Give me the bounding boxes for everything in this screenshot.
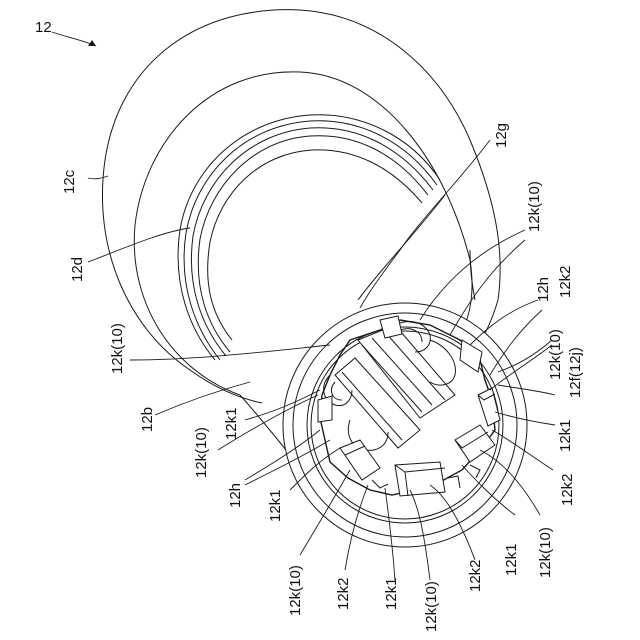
label-12k2-bottom-left: 12k2 — [335, 577, 352, 610]
label-12k1-left-bottom: 12k1 — [267, 489, 284, 522]
label-12k1-bottom: 12k1 — [383, 577, 400, 610]
label-12k10-left-top: 12k(10) — [109, 323, 126, 374]
label-12k2-right: 12k2 — [559, 473, 576, 506]
label-12f: 12f(12j) — [567, 347, 584, 398]
label-12k10-top: 12k(10) — [526, 181, 543, 232]
label-12d: 12d — [69, 257, 86, 282]
label-12: 12 — [35, 19, 52, 36]
label-12k10-right: 12k(10) — [547, 329, 564, 380]
label-12k10-bottom-left: 12k(10) — [287, 565, 304, 616]
label-12k2-right-top: 12k2 — [557, 265, 574, 298]
label-12k10-bottom: 12k(10) — [423, 581, 440, 632]
labels: 12 12c 12d 12g 12k(10) 12h 12k2 12k(10) … — [35, 19, 584, 632]
label-12k1-right: 12k1 — [557, 419, 574, 452]
label-12h-left: 12h — [227, 483, 244, 508]
label-12k1-left: 12k1 — [223, 407, 240, 440]
label-12c: 12c — [61, 169, 78, 194]
label-12k1-bottom-right: 12k1 — [503, 543, 520, 576]
label-12b: 12b — [139, 407, 156, 432]
label-12k10-left: 12k(10) — [193, 427, 210, 478]
label-12k2-bottom: 12k2 — [467, 559, 484, 592]
label-12k10-bottom-right: 12k(10) — [537, 527, 554, 578]
label-12g: 12g — [493, 123, 510, 148]
label-12h-right: 12h — [535, 277, 552, 302]
